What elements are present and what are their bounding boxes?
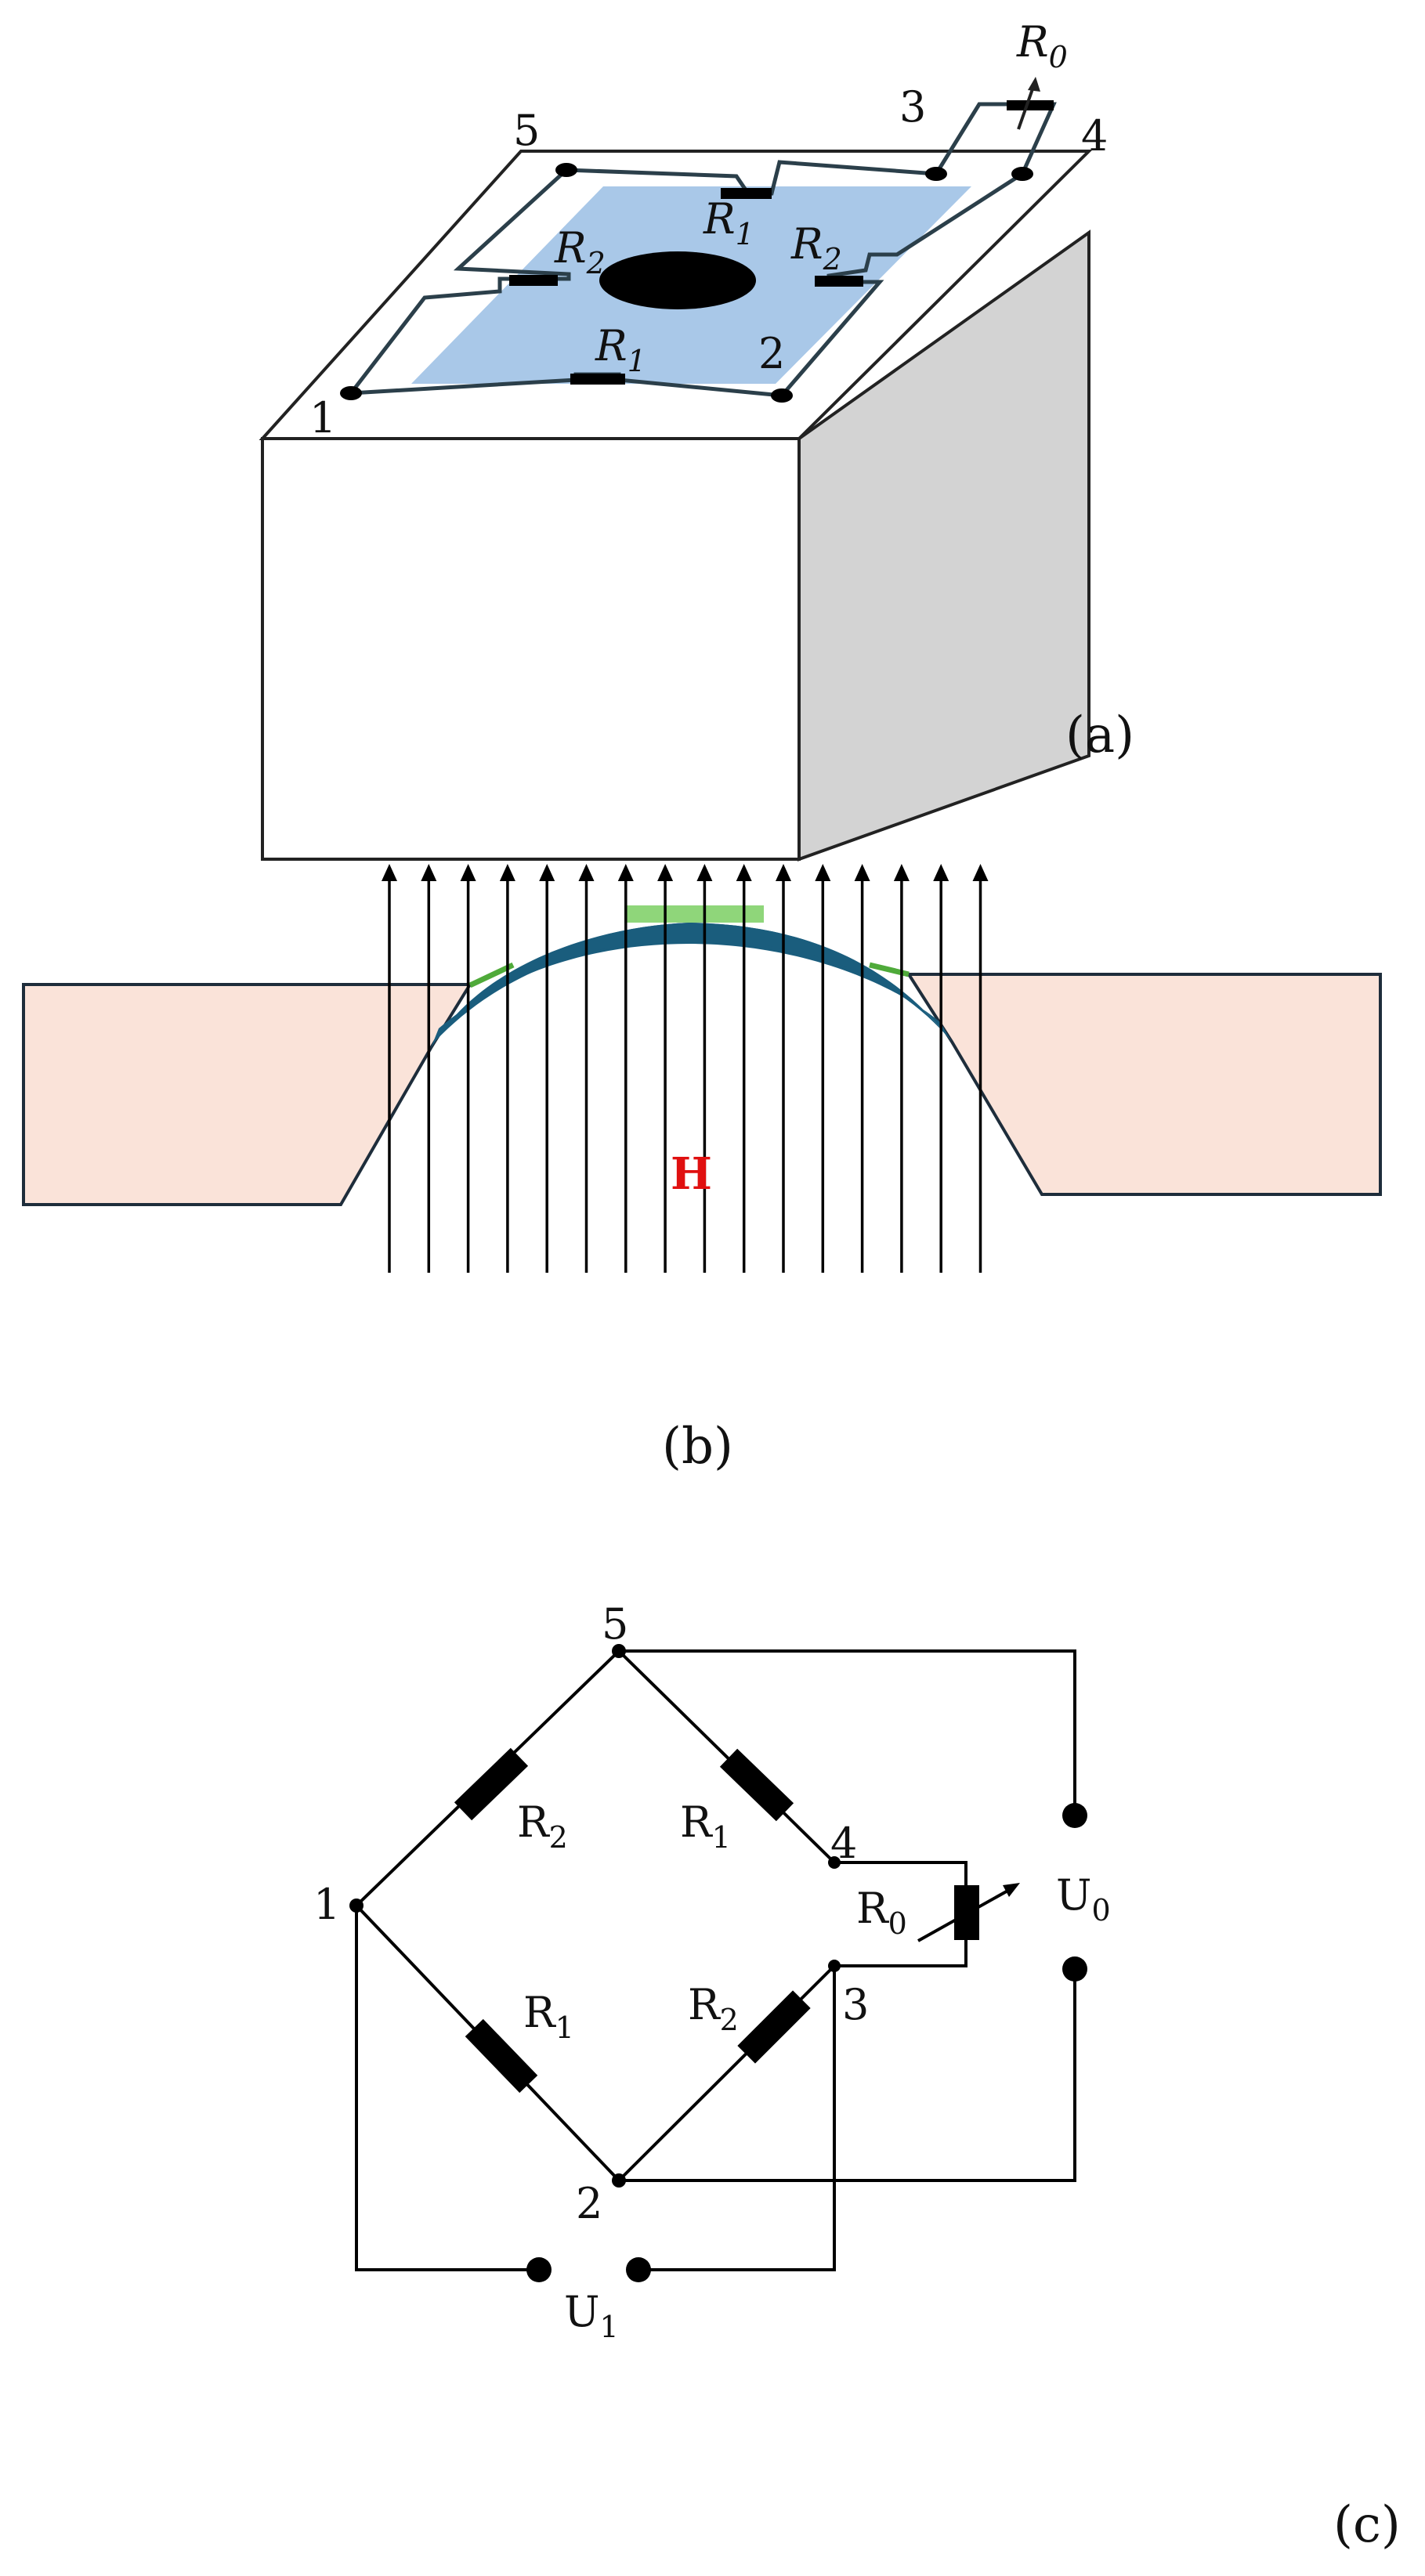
- chip-node-label-4: 4: [1081, 111, 1108, 161]
- bridge-node-3: [828, 1960, 841, 1972]
- field-arrow-head: [736, 864, 752, 881]
- terminal-u0-bottom: [1062, 1956, 1087, 1982]
- magnetic-field-label: H: [671, 1148, 712, 1200]
- field-arrow-head: [696, 864, 713, 881]
- chip-node-label-2: 2: [758, 329, 785, 378]
- bridge-node-label-3: 3: [842, 1980, 869, 2029]
- bridge-node-label-4: 4: [830, 1819, 857, 1868]
- r0-variable-arrow: [1017, 84, 1036, 130]
- resistor-r2-upper-left: [454, 1747, 529, 1821]
- panel-c-caption: (c): [1333, 2496, 1401, 2554]
- resistor-r1-lower-left: [465, 2018, 538, 2094]
- chip-resistor-label-r2-right: R2: [790, 219, 842, 276]
- chip-node-label-1: 1: [309, 393, 336, 443]
- panel-b-membrane-cross-section: H (b): [22, 864, 1382, 1476]
- bridge-node-2: [612, 2173, 626, 2188]
- resistor-r1-top-pad: [721, 188, 772, 199]
- field-arrow-head: [933, 864, 949, 881]
- field-arrow-head: [854, 864, 870, 881]
- bridge-label-r1-upper: R1: [680, 1797, 731, 1855]
- panel-b-caption: (b): [662, 1418, 733, 1476]
- field-arrow-head: [499, 864, 515, 881]
- wire-2-u0-bottom: [619, 1969, 1076, 2182]
- r0-arrow-head: [1028, 77, 1040, 92]
- bridge-node-label-5: 5: [602, 1599, 628, 1649]
- field-arrow-head: [815, 864, 831, 881]
- r0-adjust-arrow: [917, 1888, 1011, 1942]
- resistor-r2-right-pad: [815, 276, 863, 287]
- field-arrow-head: [776, 864, 791, 881]
- chip-node-1: [340, 386, 362, 400]
- resistor-r1-upper-right: [719, 1748, 794, 1822]
- bridge-node-5: [612, 1644, 626, 1658]
- chip-node-label-3: 3: [899, 82, 926, 132]
- output-terminals: [526, 1803, 1087, 2282]
- trace-2-4: [780, 172, 1024, 397]
- chip-node-label-5: 5: [513, 106, 540, 155]
- resistor-pads: [509, 100, 1054, 385]
- chip-resistor-label-r2-left: R2: [554, 223, 606, 280]
- bridge-node-label-2: 2: [576, 2179, 602, 2228]
- field-arrow-head: [617, 864, 634, 881]
- wire-5-4: [617, 1649, 836, 1864]
- bridge-label-r2-lower: R2: [688, 1980, 739, 2037]
- field-arrow-head: [893, 864, 910, 881]
- sensor-strip-top: [624, 905, 764, 923]
- wire-1-u1-left: [355, 1906, 539, 2271]
- bridge-label-r0: R0: [856, 1884, 907, 1941]
- chip-node-2: [771, 388, 793, 403]
- chip-resistor-label-r0: R0: [1016, 17, 1068, 74]
- resistor-r1-bottom-pad: [570, 374, 625, 385]
- terminal-u0-top: [1062, 1803, 1087, 1828]
- chip-node-4: [1011, 167, 1033, 181]
- bridge-label-r1-lower: R1: [523, 1988, 574, 2045]
- chip-resistor-label-r1-bottom: R1: [595, 321, 646, 378]
- field-arrow-head: [972, 864, 989, 881]
- resistor-r0-pad: [1007, 100, 1054, 110]
- bridge-node-1: [349, 1899, 363, 1913]
- terminal-label-u1: U1: [564, 2287, 619, 2344]
- substrate-left: [22, 983, 473, 1206]
- field-arrow-head: [460, 864, 476, 881]
- bridge-node-4: [828, 1856, 841, 1869]
- curved-membrane: [431, 923, 952, 1048]
- resistor-r2-lower-right: [737, 1990, 811, 2064]
- bridge-node-label-1: 1: [313, 1880, 340, 1929]
- panel-a-sensor-chip: 1 2 3 4 5 R1 R1 R2 R2 R0 (a): [259, 17, 1134, 862]
- panel-a-caption: (a): [1065, 706, 1134, 764]
- field-arrow-head: [382, 864, 397, 881]
- bridge-nodes: [349, 1644, 841, 2188]
- panel-c-bridge-circuit: 1 2 3 4 5 R2 R1 R1 R2 R0 U0 U1 (c): [313, 1599, 1401, 2554]
- field-arrow-head: [578, 864, 595, 881]
- magnetic-field-arrows: [382, 864, 989, 1273]
- bridge-label-r2-upper: R2: [517, 1797, 568, 1855]
- terminal-u1-left: [526, 2257, 552, 2282]
- chip-node-5: [555, 163, 577, 177]
- r0-adjust-arrow-head: [1003, 1883, 1020, 1897]
- sensor-strip-left: [468, 962, 515, 988]
- wire-2-3: [617, 1964, 836, 2182]
- wire-3-u1-right: [638, 1966, 836, 2271]
- terminal-label-u0: U0: [1056, 1870, 1111, 1927]
- field-arrow-head: [657, 864, 674, 881]
- terminal-u1-right: [626, 2257, 651, 2282]
- wire-5-u0-top: [619, 1649, 1076, 1815]
- field-arrow-head: [421, 864, 437, 881]
- chip-node-3: [925, 167, 947, 181]
- chip-front-face: [261, 437, 801, 861]
- membrane-hole: [599, 251, 756, 309]
- bridge-wires: [355, 1649, 1076, 2271]
- chip-nodes: [340, 163, 1033, 403]
- resistor-r2-left-pad: [509, 275, 558, 286]
- chip-resistor-label-r1-top: R1: [703, 194, 754, 251]
- field-arrow-head: [539, 864, 555, 881]
